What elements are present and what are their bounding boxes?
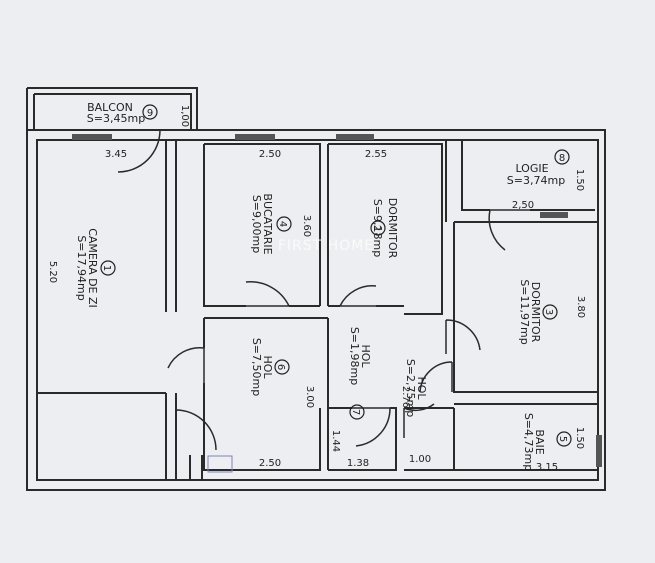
dormitor3-name: DORMITOR [529, 282, 542, 343]
door-kitchen [245, 281, 290, 307]
room-number-2: 2 [371, 225, 382, 231]
dim-living-length: 5.20 [47, 261, 58, 283]
door-entrance [175, 409, 217, 451]
hol-small-name: HOL [415, 376, 428, 400]
window-bedroom2 [336, 134, 374, 140]
room-number-6: 6 [275, 364, 286, 370]
baie-name: BAIE [533, 429, 546, 454]
balcon-area: S=3,45mp [87, 112, 145, 125]
windows [72, 134, 602, 467]
dim-balcon-depth: 1,00 [179, 105, 190, 127]
door-bedroom3 [445, 319, 481, 354]
door-bath [403, 403, 435, 438]
dim-hol-length: 3.00 [304, 386, 315, 408]
room-number-circles [100, 104, 572, 447]
circle-8 [554, 149, 570, 165]
door-balcon [117, 129, 161, 173]
bottom-wall-extra [189, 455, 203, 480]
room-number-1: 1 [101, 265, 112, 271]
bedroom2-walls [327, 143, 443, 315]
kitchen-walls [203, 143, 321, 307]
circle-1 [100, 260, 116, 276]
dim-logie-width: 2,50 [512, 200, 534, 211]
dim-wc-width: 1.38 [347, 458, 369, 469]
living-room-walls [37, 140, 177, 480]
logie-name: LOGIE [515, 162, 548, 175]
dim-bath-width: 3.15 [536, 462, 558, 473]
watermark: FIRST HOME [278, 238, 374, 254]
hol-center-area: S=1,98mp [348, 327, 361, 385]
balcon-name: BALCON [87, 101, 133, 114]
exterior-wall-outer [26, 129, 606, 491]
room-number-3: 3 [543, 309, 554, 315]
room-number-4: 4 [277, 221, 288, 227]
dormitor2-name: DORMITOR [386, 198, 399, 259]
circle-4 [276, 216, 292, 232]
balcon-outline [26, 87, 198, 130]
circle-5 [556, 431, 572, 447]
entrance-marker [207, 455, 233, 473]
walls [26, 87, 606, 491]
circle-2 [370, 220, 386, 236]
door-bedroom3-lower [419, 361, 453, 393]
dim-bedroom3-length: 3.80 [575, 296, 586, 318]
door-wc [352, 407, 391, 447]
dim-door-width: 1.00 [409, 454, 431, 465]
door-logie [488, 209, 530, 251]
bucatarie-name: BUCATARIE [261, 193, 274, 254]
dim-logie-depth: 1.50 [574, 169, 585, 191]
circle-9 [142, 104, 158, 120]
camera-name: CAMERA DE ZI [86, 228, 99, 308]
dim-hol-width: 2.50 [259, 458, 281, 469]
dim-kitchen-length: 3.60 [301, 215, 312, 237]
dim-bath-depth: 1.50 [574, 427, 585, 449]
balcon-inner-outline [33, 93, 192, 130]
camera-area: S=17,94mp [75, 235, 88, 300]
logie-walls [461, 140, 599, 211]
room-number-9: 9 [147, 108, 153, 119]
dim-bedroom2-width: 2.55 [365, 149, 387, 160]
dormitor3-area: S=11,97mp [518, 279, 531, 344]
dim-wc-height: 1.44 [330, 430, 341, 452]
wc-walls [327, 407, 397, 471]
dim-hol-small-length: 2.76 [400, 386, 411, 408]
doors [117, 129, 530, 451]
window-logie [540, 212, 568, 218]
window-living [72, 134, 112, 140]
room-number-8: 8 [559, 153, 565, 164]
dormitor2-area: S=9,18mp [371, 199, 384, 257]
hol6-area: S=7,50mp [250, 338, 263, 396]
hol6-name: HOL [261, 355, 274, 379]
central-walls [203, 317, 329, 471]
baie-area: S=4,73mp [522, 413, 535, 471]
bucatarie-area: S=9,00mp [250, 195, 263, 253]
room-number-5: 5 [557, 436, 568, 442]
window-kitchen [235, 134, 275, 140]
dim-kitchen-width: 2.50 [259, 149, 281, 160]
door-hol-left [167, 346, 205, 383]
exterior-wall-inner [36, 139, 599, 481]
circle-7 [349, 404, 365, 420]
room-number-7: 7 [350, 409, 361, 415]
bedroom3-walls [445, 140, 598, 393]
hol-center-name: HOL [359, 344, 372, 368]
window-bath [596, 435, 602, 467]
hol-small-area: S=2,75mp [404, 359, 417, 417]
logie-area: S=3,74mp [507, 174, 565, 187]
dim-living-width: 3.45 [105, 149, 127, 160]
door-bedroom2 [339, 285, 377, 307]
circle-6 [274, 359, 290, 375]
circle-3 [542, 304, 558, 320]
